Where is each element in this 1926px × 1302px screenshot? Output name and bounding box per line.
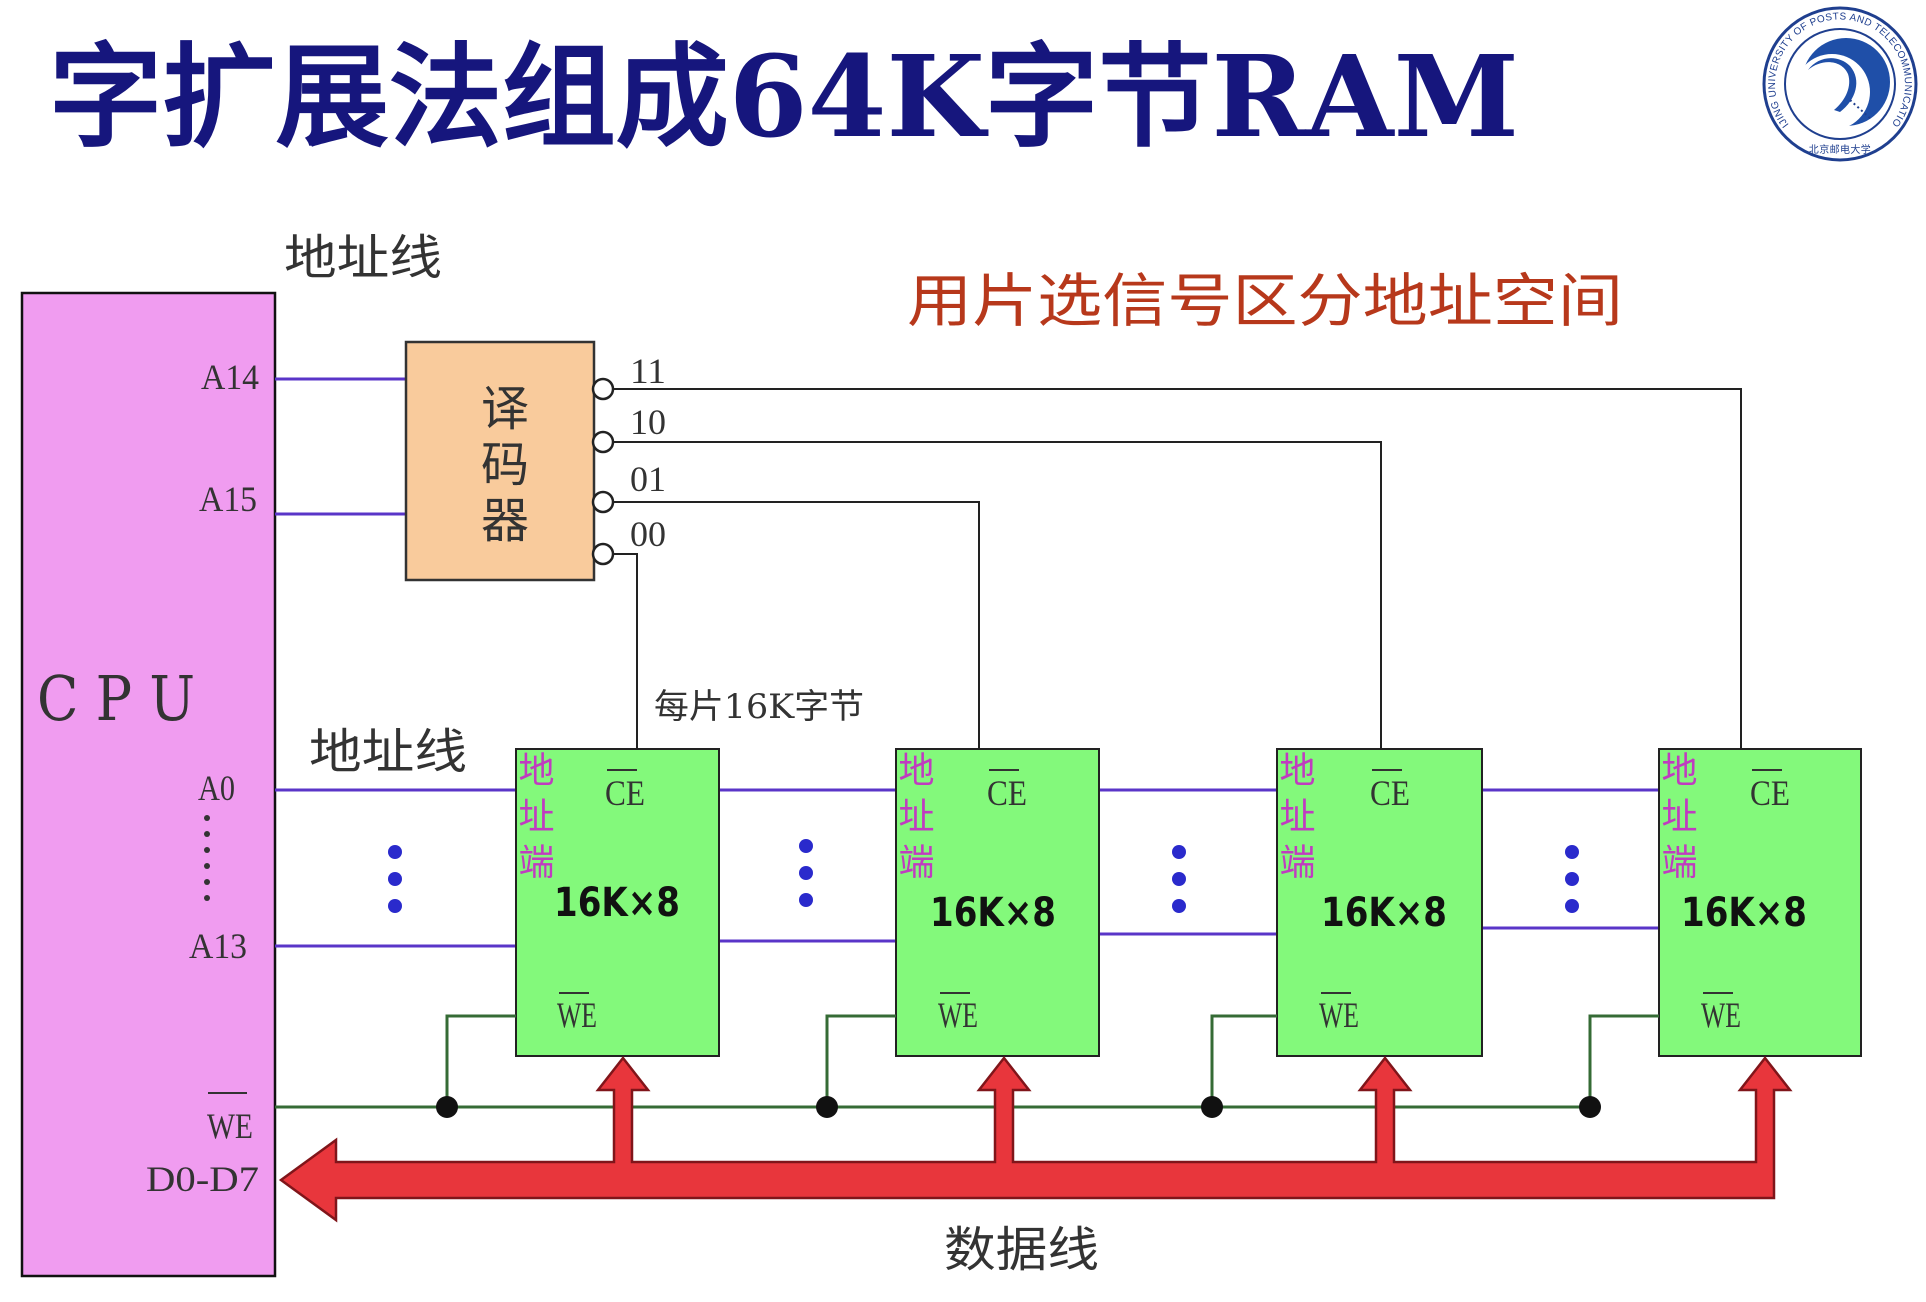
decoder-output-label: 00 bbox=[630, 514, 666, 554]
ellipsis-dot bbox=[204, 815, 210, 821]
address-lines-label-chips: 地址线 bbox=[309, 724, 467, 780]
chip-body bbox=[1276, 748, 1483, 1057]
memory-chip-3: 地址端 CE 16K×8 WE bbox=[1274, 748, 1483, 1057]
ellipsis-dot bbox=[1172, 899, 1186, 913]
ellipsis-dot bbox=[1565, 872, 1579, 886]
chip-address-port-label: 地址端 bbox=[1274, 751, 1315, 889]
pin-ellipsis bbox=[204, 815, 210, 901]
chip-size-label: 16K×8 bbox=[554, 880, 680, 926]
chip-ce-label: CE bbox=[1370, 773, 1410, 813]
chip-body bbox=[1658, 748, 1862, 1057]
address-ellipsis-dots bbox=[388, 839, 1579, 913]
address-lines-label-top: 地址线 bbox=[284, 230, 442, 286]
ellipsis-dot bbox=[1565, 845, 1579, 859]
we-junction-dot bbox=[436, 1096, 458, 1118]
we-branch-chip-4 bbox=[1588, 1014, 1659, 1107]
cpu: C P U A14 A15 A0 A13 WE D0-D7 bbox=[20, 291, 277, 1278]
cpu-label: C P U bbox=[37, 662, 195, 735]
chip-size-label: 16K×8 bbox=[1681, 890, 1807, 936]
pin-a13: A13 bbox=[189, 926, 247, 966]
cpu-block bbox=[20, 291, 277, 1278]
decoder-output-00-bubble bbox=[591, 542, 615, 566]
ellipsis-dot bbox=[1565, 899, 1579, 913]
we-junction-dot bbox=[1579, 1096, 1601, 1118]
ellipsis-dot bbox=[388, 872, 402, 886]
pin-data-bus: D0-D7 bbox=[146, 1159, 259, 1199]
ellipsis-dot bbox=[204, 879, 210, 885]
memory-chip-4: 地址端 CE 16K×8 WE bbox=[1656, 748, 1862, 1057]
logo-chinese-name: 北京邮电大学 bbox=[1809, 143, 1871, 156]
chip-we-label: WE bbox=[1701, 995, 1741, 1035]
ellipsis-dot bbox=[204, 863, 210, 869]
chip-size-label: 16K×8 bbox=[930, 890, 1056, 936]
ellipsis-dot bbox=[388, 899, 402, 913]
select-wire-10 bbox=[613, 441, 1382, 749]
decoder: 译码器 11 10 01 00 bbox=[404, 340, 666, 582]
pin-a0: A0 bbox=[198, 768, 235, 808]
logo-bird-icon bbox=[1808, 58, 1857, 112]
decoder-output-01-bubble bbox=[591, 490, 615, 514]
ellipsis-dot bbox=[388, 845, 402, 859]
ellipsis-dot bbox=[1172, 845, 1186, 859]
select-wire-11 bbox=[613, 388, 1742, 749]
pin-a14: A14 bbox=[201, 357, 259, 397]
ellipsis-dot bbox=[204, 847, 210, 853]
chip-address-port-label: 地址端 bbox=[1656, 751, 1697, 889]
ellipsis-dot bbox=[204, 895, 210, 901]
we-branch-chip-1 bbox=[445, 1014, 516, 1107]
chip-ce-label: CE bbox=[605, 773, 645, 813]
pin-a15: A15 bbox=[199, 479, 257, 519]
memory-chip-2: 地址端 CE 16K×8 WE bbox=[893, 748, 1100, 1057]
chip-capacity-label: 每片16K字节 bbox=[654, 687, 864, 727]
chip-select-annotation: 用片选信号区分地址空间 bbox=[907, 267, 1623, 335]
decoder-output-label: 01 bbox=[630, 459, 666, 499]
select-wire-01 bbox=[613, 501, 980, 749]
decoder-block bbox=[404, 340, 596, 582]
chip-size-label: 16K×8 bbox=[1321, 890, 1447, 936]
decoder-label: 译码器 bbox=[472, 383, 528, 551]
ellipsis-dot bbox=[799, 866, 813, 880]
chip-we-label: WE bbox=[1319, 995, 1359, 1035]
memory-chip-1: 地址端 CE 16K×8 WE bbox=[513, 748, 720, 1057]
select-wire-00 bbox=[613, 553, 638, 749]
ellipsis-dot bbox=[1172, 872, 1186, 886]
chip-ce-label: CE bbox=[987, 773, 1027, 813]
data-bus-arrow bbox=[278, 1055, 1793, 1223]
ellipsis-dot bbox=[799, 839, 813, 853]
chip-we-label: WE bbox=[557, 995, 597, 1035]
chip-body bbox=[895, 748, 1100, 1057]
address-bus-a13 bbox=[275, 926, 1659, 948]
we-junction-dot bbox=[1201, 1096, 1223, 1118]
ellipsis-dot bbox=[204, 831, 210, 837]
chip-address-port-label: 地址端 bbox=[893, 751, 934, 889]
slide-title: 字扩展法组成64K字节RAM bbox=[49, 32, 1519, 163]
decoder-output-label: 10 bbox=[630, 402, 666, 442]
logo-emblem-crescent bbox=[1794, 54, 1870, 130]
we-branch-chip-2 bbox=[825, 1014, 896, 1107]
write-enable-bus bbox=[275, 1014, 1659, 1118]
chip-body bbox=[515, 748, 720, 1057]
chip-address-port-label: 地址端 bbox=[513, 751, 554, 889]
decoder-output-label: 11 bbox=[630, 351, 666, 391]
chip-ce-label: CE bbox=[1750, 773, 1790, 813]
pin-we: WE bbox=[207, 1106, 253, 1146]
data-lines-label: 数据线 bbox=[944, 1222, 1099, 1278]
decoder-output-11-bubble bbox=[591, 377, 615, 401]
decoder-output-10-bubble bbox=[591, 430, 615, 454]
chip-we-label: WE bbox=[938, 995, 978, 1035]
ellipsis-dot bbox=[799, 893, 813, 907]
we-junction-dot bbox=[816, 1096, 838, 1118]
we-branch-chip-3 bbox=[1210, 1014, 1277, 1107]
